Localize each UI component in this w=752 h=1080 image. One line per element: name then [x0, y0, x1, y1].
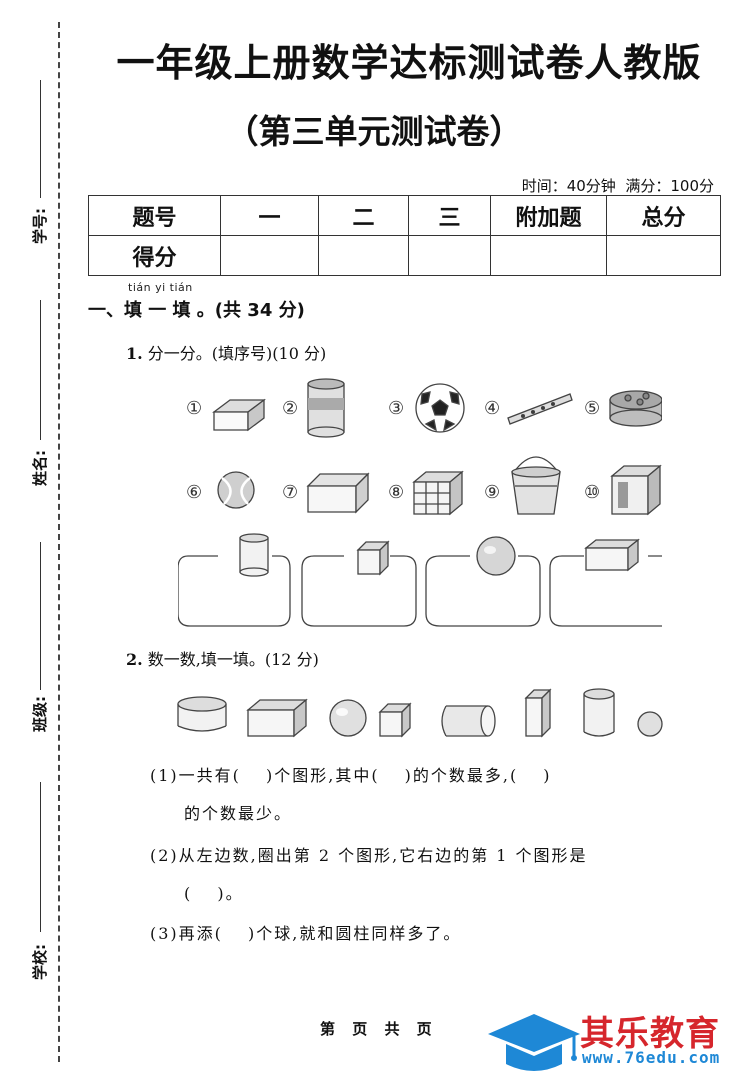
figure-label: ⑦: [282, 482, 298, 503]
class-label: 班级:: [31, 696, 49, 732]
figure-label: ⑨: [484, 482, 500, 503]
tall-cylinder-icon: [583, 688, 615, 737]
header-cell: 总分: [606, 195, 721, 236]
figure-label: ②: [282, 398, 298, 419]
question-1: 1. 分一分。(填序号)(10 分): [126, 340, 326, 364]
sort-box-cuboid: [549, 555, 662, 627]
sphere-icon: [329, 699, 367, 737]
flute-icon: [507, 393, 573, 425]
sort-box-sphere: [425, 555, 541, 627]
figure-label: ⑥: [186, 482, 202, 503]
rubik-cube-icon: [412, 470, 464, 516]
football-icon: [415, 383, 465, 433]
school-label: 学校:: [31, 944, 49, 980]
score-cell[interactable]: [606, 235, 721, 276]
student-id-label: 学号:: [31, 208, 49, 244]
header-cell: 二: [318, 195, 409, 236]
name-field: 姓名:: [14, 300, 54, 500]
score-cell[interactable]: [318, 235, 409, 276]
figure-label: ⑧: [388, 482, 404, 503]
bucket-icon: [511, 456, 561, 515]
header-cell: 一: [220, 195, 319, 236]
cube-icon: [610, 464, 662, 516]
counting-shapes-figure: [177, 688, 663, 738]
sort-box-cylinder: [178, 555, 291, 627]
cuboid-box-icon: [306, 472, 370, 514]
cookie-tin-icon: [609, 390, 662, 427]
page-footer: 第 页 共 页: [320, 1020, 438, 1038]
question-text: 数一数,填一填。(12 分): [147, 650, 319, 669]
score-cell[interactable]: [408, 235, 491, 276]
tennis-ball-icon: [217, 471, 255, 509]
exam-meta: 时间：40分钟 满分：100分: [522, 175, 714, 196]
logo-name: 其乐教育: [580, 1014, 720, 1054]
cube-icon: [356, 540, 390, 576]
score-row-label: 得分: [88, 235, 221, 276]
class-field: 班级:: [14, 542, 54, 762]
q2-line-1b: 的个数最少。: [184, 804, 293, 823]
full-score: 满分：100分: [625, 177, 714, 195]
question-number: 2.: [126, 650, 143, 669]
q2-line-2: (2)从左边数,圈出第 2 个图形,它右边的第 1 个图形是: [150, 846, 588, 865]
student-id-field: 学号:: [14, 80, 54, 280]
school-field: 学校:: [14, 782, 54, 1002]
cube-icon: [378, 702, 412, 738]
name-label: 姓名:: [31, 450, 49, 486]
score-table-header-row: 题号 一 二 三 附加题 总分: [88, 195, 721, 236]
header-cell: 题号: [88, 195, 221, 236]
page-subtitle: （第三单元测试卷）: [225, 112, 523, 151]
can-icon: [307, 378, 345, 438]
question-2: 2. 数一数,填一填。(12 分): [126, 646, 319, 670]
shapes-figure: ① ② ③ ④ ⑤ ⑥ ⑦ ⑧ ⑨ ⑩: [178, 378, 662, 627]
section-heading: 一、填 一 填 。(共 34 分): [88, 300, 305, 321]
figure-label: ④: [484, 398, 500, 419]
section-pinyin: tián yi tián: [128, 281, 193, 294]
score-table: 题号 一 二 三 附加题 总分 得分: [88, 195, 721, 276]
small-sphere-icon: [637, 711, 663, 737]
figure-label: ①: [186, 398, 202, 419]
header-cell: 附加题: [490, 195, 607, 236]
sphere-icon: [476, 536, 516, 576]
score-cell[interactable]: [220, 235, 319, 276]
score-cell[interactable]: [490, 235, 607, 276]
page-title: 一年级上册数学达标测试卷人教版: [116, 41, 702, 85]
time-limit: 时间：40分钟: [521, 177, 616, 195]
logo-url: www.76edu.com: [582, 1048, 721, 1067]
figure-label: ③: [388, 398, 404, 419]
cuboid-icon: [584, 538, 640, 572]
figure-label: ⑤: [584, 398, 600, 419]
eraser-icon: [212, 398, 266, 432]
sort-box-cube: [301, 555, 417, 627]
cuboid-icon: [246, 698, 308, 738]
q2-line-1: (1)一共有( )个图形,其中( )的个数最多,( ): [150, 766, 552, 785]
figure-label: ⑩: [584, 482, 600, 503]
lying-cylinder-icon: [441, 705, 496, 737]
binding-dashed-line: [58, 22, 60, 1062]
q2-line-2b: ( )。: [184, 884, 244, 903]
q2-line-3: (3)再添( )个球,就和圆柱同样多了。: [150, 924, 462, 943]
header-cell: 三: [408, 195, 491, 236]
question-text: 分一分。(填序号)(10 分): [147, 344, 327, 363]
logo-graduation-cap-icon: [488, 1014, 580, 1071]
question-number: 1.: [126, 344, 143, 363]
tall-cuboid-icon: [524, 688, 552, 738]
cylinder-icon: [177, 696, 227, 732]
cylinder-icon: [239, 533, 269, 577]
score-table-score-row: 得分: [88, 235, 721, 276]
